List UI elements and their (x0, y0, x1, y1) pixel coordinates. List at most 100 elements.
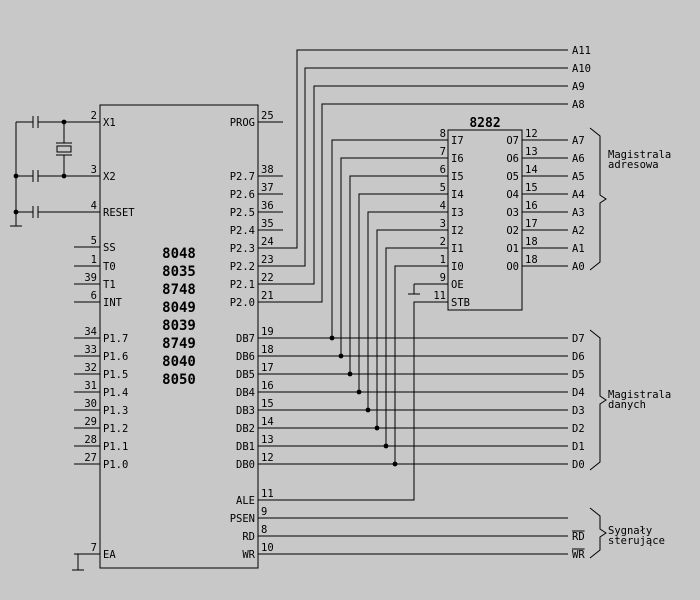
pin-label-SS: SS (103, 242, 116, 254)
pin-label-DB5: DB5 (236, 369, 255, 381)
latch-title: 8282 (469, 116, 500, 131)
bus-label-D0: D0 (572, 459, 585, 471)
labels: 804880358748804980398749804080502X13X24R… (84, 45, 671, 561)
pin-number-34: 34 (84, 326, 97, 338)
bus-label-A2: A2 (572, 225, 585, 237)
pin-number-33: 33 (84, 344, 97, 356)
pin-label-P2.6: P2.6 (230, 189, 255, 201)
pin-number-1: 1 (440, 254, 446, 266)
pin-label-O3: O3 (506, 207, 519, 219)
pin-label-O7: O7 (506, 135, 519, 147)
pin-number-1: 1 (91, 254, 97, 266)
pin-number-12: 12 (525, 128, 538, 140)
pin-number-9: 9 (440, 272, 446, 284)
pin-label-I6: I6 (451, 153, 464, 165)
crystal-body (56, 145, 72, 153)
junctions (13, 119, 398, 467)
pin-number-14: 14 (261, 416, 274, 428)
pin-label-OE: OE (451, 279, 464, 291)
pin-label-P1.5: P1.5 (103, 369, 128, 381)
pin-label-P1.1: P1.1 (103, 441, 128, 453)
pin-number-14: 14 (525, 164, 538, 176)
bus-label-A1: A1 (572, 243, 585, 255)
address-bus-brace (589, 127, 607, 271)
addr-line-A11 (258, 49, 568, 249)
latch-in-wire-3 (358, 193, 430, 392)
pin-number-15: 15 (261, 398, 274, 410)
junction-dot (13, 173, 19, 179)
pin-label-P2.4: P2.4 (230, 225, 255, 237)
pin-number-13: 13 (261, 434, 274, 446)
junction-dot (365, 407, 371, 413)
pin-label-T0: T0 (103, 261, 116, 273)
pin-label-P2.3: P2.3 (230, 243, 255, 255)
pin-label-DB0: DB0 (236, 459, 255, 471)
pin-number-7: 7 (91, 542, 97, 554)
junction-dot (374, 425, 380, 431)
bus-label-A9: A9 (572, 81, 585, 93)
pin-number-4: 4 (440, 200, 446, 212)
bus-label-A4: A4 (572, 189, 585, 201)
pin-label-INT: INT (103, 297, 123, 309)
pin-label-P2.2: P2.2 (230, 261, 255, 273)
pin-label-P2.1: P2.1 (230, 279, 255, 291)
pin-number-6: 6 (91, 290, 97, 302)
pin-label-DB4: DB4 (236, 387, 255, 399)
data-bus-label: danych (608, 399, 646, 411)
pin-number-2: 2 (440, 236, 446, 248)
pin-number-11: 11 (261, 488, 274, 500)
chip-name-8035: 8035 (162, 264, 196, 280)
pin-label-P1.4: P1.4 (103, 387, 128, 399)
pin-label-I5: I5 (451, 171, 464, 183)
pin-number-35: 35 (261, 218, 274, 230)
pin-number-2: 2 (91, 110, 97, 122)
chip-name-8049: 8049 (162, 300, 196, 316)
ale-stb-wire (258, 301, 448, 501)
pin-number-39: 39 (84, 272, 97, 284)
pin-number-28: 28 (84, 434, 97, 446)
control-bus-label: sterujące (608, 535, 665, 547)
pin-number-18: 18 (261, 344, 274, 356)
latch-in-wire-6 (385, 247, 430, 446)
pin-number-10: 10 (261, 542, 274, 554)
junction-dot (329, 335, 335, 341)
pin-number-8: 8 (440, 128, 446, 140)
pin-number-11: 11 (433, 290, 446, 302)
junction-dot (347, 371, 353, 377)
addr-line-A9 (258, 85, 568, 285)
pin-label-P1.7: P1.7 (103, 333, 128, 345)
pin-number-7: 7 (440, 146, 446, 158)
pin-number-3: 3 (91, 164, 97, 176)
pin-number-30: 30 (84, 398, 97, 410)
pin-label-I1: I1 (451, 243, 464, 255)
control-bus-label: Sygnały (608, 525, 652, 537)
latch-in-wire-5 (376, 229, 430, 428)
pin-number-31: 31 (84, 380, 97, 392)
chip-bodies (99, 104, 523, 569)
pin-label-I7: I7 (451, 135, 464, 147)
bus-label-A8: A8 (572, 99, 585, 111)
address-bus-label: adresowa (608, 159, 659, 171)
pin-number-38: 38 (261, 164, 274, 176)
pin-number-13: 13 (525, 146, 538, 158)
junction-dot (356, 389, 362, 395)
pin-label-I3: I3 (451, 207, 464, 219)
bus-label-A6: A6 (572, 153, 585, 165)
junction-dot (392, 461, 398, 467)
pin-label-O2: O2 (506, 225, 519, 237)
junction-dot (338, 353, 344, 359)
pin-number-8: 8 (261, 524, 267, 536)
pin-number-5: 5 (91, 235, 97, 247)
mcu-body (99, 104, 259, 569)
chip-name-8048: 8048 (162, 246, 196, 262)
chip-name-8748: 8748 (162, 282, 196, 298)
junction-dot (61, 173, 67, 179)
pin-number-23: 23 (261, 254, 274, 266)
pin-label-O0: O0 (506, 261, 519, 273)
pin-number-16: 16 (525, 200, 538, 212)
latch-in-wire-4 (367, 211, 430, 410)
pin-number-4: 4 (91, 200, 97, 212)
latch-in-wire-7 (394, 265, 430, 464)
pin-label-DB3: DB3 (236, 405, 255, 417)
